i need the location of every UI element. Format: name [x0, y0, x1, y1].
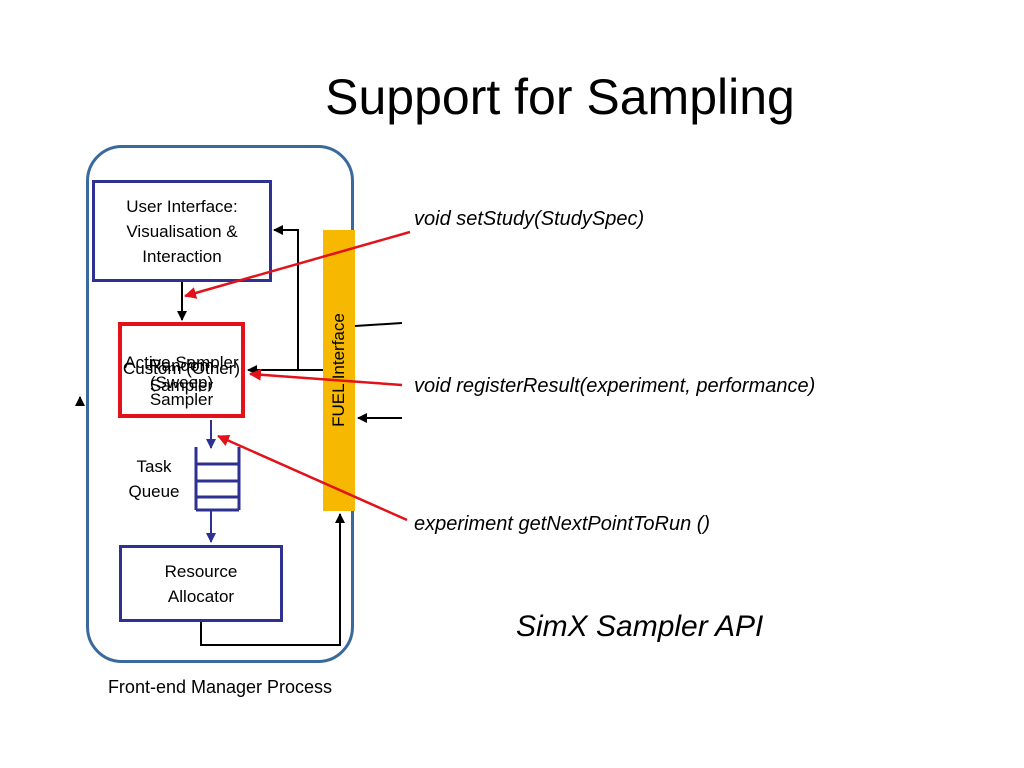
api-caption: SimX Sampler API [516, 610, 764, 643]
sampler-label-random: Random (Sweep) Sampler [149, 356, 214, 409]
setstudy-arrow [184, 230, 411, 299]
ui-box-line-3: Interaction [142, 246, 222, 266]
registerresult-arrow [249, 368, 403, 387]
sampler-label-active: Active Sampler [124, 353, 239, 372]
sampler-label-custom: Custom (Other) Sampler [122, 359, 241, 395]
ui-box-line-1: User Interface: [126, 196, 238, 216]
allocator-to-fuel-arrow [200, 513, 345, 646]
api-register-result: void registerResult(experiment, performa… [414, 375, 816, 397]
slide-title: Support for Sampling [325, 69, 795, 125]
task-queue-label-line-1: Task [136, 457, 172, 476]
api-get-next-point: experiment getNextPointToRun () [414, 513, 711, 535]
fuel-to-ui-arrow [273, 225, 323, 371]
task-queue-label-line-2: Queue [128, 482, 180, 501]
resource-allocator-line-1: Resource [164, 561, 238, 581]
task-queue-label: Task Queue [112, 454, 196, 504]
sampler-overlapping-labels: Active Sampler Random (Sweep) Sampler Cu… [122, 340, 241, 408]
sampler-box: Active Sampler Random (Sweep) Sampler Cu… [118, 322, 245, 418]
process-caption: Front-end Manager Process [107, 677, 333, 697]
resource-allocator-box: Resource Allocator [119, 545, 283, 622]
getnext-arrow [217, 434, 408, 522]
task-queue-icon [194, 447, 241, 512]
user-interface-box: User Interface: Visualisation & Interact… [92, 180, 272, 282]
api-set-study: void setStudy(StudySpec) [414, 208, 645, 230]
ui-box-line-2: Visualisation & [126, 221, 238, 241]
fuel-interface-bar [323, 230, 355, 511]
fuel-outbound-line [354, 322, 403, 327]
resource-allocator-line-2: Allocator [167, 586, 235, 606]
